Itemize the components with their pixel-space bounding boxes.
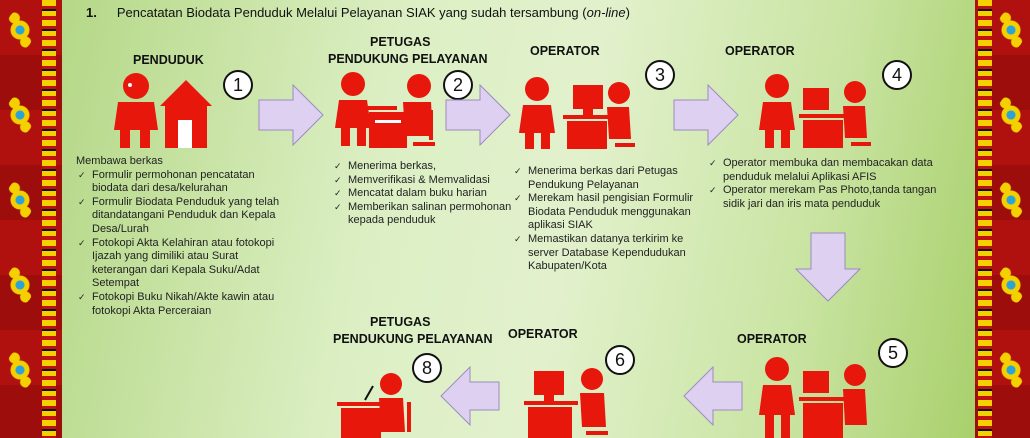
step-number-4: 4 xyxy=(882,60,912,90)
arrow-right-icon xyxy=(258,84,324,146)
operator-afis-icon xyxy=(759,357,867,438)
arrow-right-icon xyxy=(673,84,739,146)
service-officer-icon xyxy=(335,72,435,148)
resident-house-icon xyxy=(114,73,212,148)
arrow-right-icon xyxy=(445,84,511,146)
arrow-left-icon xyxy=(683,366,743,426)
step1-label: PENDUDUK xyxy=(133,53,204,67)
step8-label: PENDUKUNG PELAYANAN xyxy=(333,332,493,346)
step8-label-title: PETUGAS xyxy=(370,315,431,329)
step4-label: OPERATOR xyxy=(725,44,795,58)
operator-afis-icon xyxy=(759,74,871,148)
step-number-6: 6 xyxy=(605,345,635,375)
step-number-2: 2 xyxy=(443,70,473,100)
right-ornament-border xyxy=(975,0,1030,438)
operator-computer-icon xyxy=(524,368,608,438)
step3-description: Menerima berkas dari Petugas Pendukung P… xyxy=(512,165,697,274)
step5-label: OPERATOR xyxy=(737,332,807,346)
step-number-3: 3 xyxy=(645,60,675,90)
step2-label-title: PETUGAS xyxy=(370,35,431,49)
step6-label: OPERATOR xyxy=(508,327,578,341)
operator-computer-icon xyxy=(519,77,635,149)
step1-description: Membawa berkas Formulir permohonan penca… xyxy=(76,155,286,318)
left-ornament-border xyxy=(0,0,62,438)
step4-description: Operator membuka dan membacakan data pen… xyxy=(707,157,957,211)
step-number-1: 1 xyxy=(223,70,253,100)
section-title: 1.Pencatatan Biodata Penduduk Melalui Pe… xyxy=(86,5,630,20)
arrow-down-icon xyxy=(795,232,861,302)
service-officer-writing-icon xyxy=(337,373,411,438)
step-number-8: 8 xyxy=(412,353,442,383)
step3-label: OPERATOR xyxy=(530,44,600,58)
step2-description: Menerima berkas,Memverifikasi & Memvalid… xyxy=(332,160,512,228)
step2-label: PENDUKUNG PELAYANAN xyxy=(328,52,488,66)
step-number-5: 5 xyxy=(878,338,908,368)
arrow-left-icon xyxy=(440,366,500,426)
